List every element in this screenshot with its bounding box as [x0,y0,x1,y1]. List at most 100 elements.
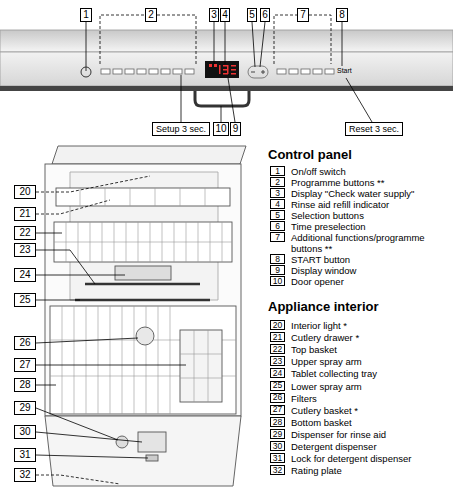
part-description: Cutlery drawer * [291,332,359,343]
callout-box: 4 [220,8,230,22]
callout-box: 23 [14,243,36,257]
callout-box: 32 [14,468,36,482]
callout-number: 25 [273,381,282,390]
callout-number: 29 [273,430,282,439]
callout-number: 1 [275,167,280,176]
callout-box: 1 [80,8,92,22]
part-description: Time preselection [291,221,366,232]
part-description: Display "Check water supply" [291,188,414,199]
part-description: Additional functions/programme buttons *… [291,232,449,254]
callout-number: 8 [275,255,280,264]
legend-row-box: 29Dispenser for rinse aid [270,429,285,439]
callout-box: Reset 3 sec. [345,122,403,136]
callout-box: 5 [247,8,257,22]
callout-number: 22 [273,345,282,354]
callout-number: 32 [273,466,282,475]
part-description: Upper spray arm [291,356,362,367]
callout-number: 23 [273,357,282,366]
legend-row-box: 31Lock for detergent dispenser [270,453,285,463]
callout-box: 21 [14,207,36,221]
legend-row-box: 22Top basket [270,344,285,354]
legend-row-box: 9Display window [270,265,285,275]
callout-number: 28 [273,418,282,427]
callout-box: 29 [14,401,36,415]
callout-box: 9 [230,122,241,136]
callout-number: Reset 3 sec. [349,125,399,134]
part-description: On/off switch [291,166,346,177]
part-description: Lock for detergent dispenser [291,453,411,464]
callout-number: 10 [273,277,282,286]
callout-number: 10 [215,124,226,134]
callout-number: 28 [19,380,30,390]
callout-box: 26 [14,336,36,350]
legend-row-box: 21Cutlery drawer * [270,332,285,342]
leader-lines [36,176,186,484]
section-heading: Control panel [268,148,352,162]
callout-number: 26 [19,338,30,348]
callout-box: 27 [14,358,36,372]
callout-number: 24 [273,369,282,378]
part-description: Programme buttons ** [291,177,384,188]
callout-box: 6 [260,8,270,22]
legend-row-box: 5Selection buttons [270,210,285,220]
callout-number: 1 [83,10,89,20]
legend-row-box: 3Display "Check water supply" [270,188,285,198]
callout-number: 9 [233,124,239,134]
callout-number: 5 [275,211,280,220]
part-description: Rinse aid refill indicator [291,199,389,210]
legend-row-box: 20Interior light * [270,320,285,330]
callout-number: 7 [300,10,306,20]
legend-row-box: 8START button [270,254,285,264]
callout-box: 22 [14,226,36,240]
callout-box: 24 [14,268,36,282]
callout-number: 5 [249,10,255,20]
callout-number: 29 [19,403,30,413]
callout-number: 21 [19,209,30,219]
part-description: Door opener [291,276,344,287]
callout-number: 2 [148,10,154,20]
section-heading: Appliance interior [268,300,379,314]
label-text: Start [337,67,352,75]
legend-row-box: 2Programme buttons ** [270,177,285,187]
legend-row-box: 4Rinse aid refill indicator [270,199,285,209]
part-description: Interior light * [291,320,347,331]
callout-box: 20 [14,185,36,199]
callout-number: 30 [19,427,30,437]
legend-row-box: 27Cutlery basket * [270,405,285,415]
callout-number: 3 [275,189,280,198]
part-description: Bottom basket [291,417,352,428]
legend-row-box: 10Door opener [270,276,285,286]
legend-row-box: 32Rating plate [270,465,285,475]
part-description: Lower spray arm [291,381,362,392]
legend-row-box: 26Filters [270,393,285,403]
callout-box: 30 [14,425,36,439]
part-description: Cutlery basket * [291,405,358,416]
legend-row-box: 7Additional functions/programme buttons … [270,232,285,242]
callout-number: 2 [275,178,280,187]
legend-row-box: 28Bottom basket [270,417,285,427]
legend-row-box: 25Lower spray arm [270,381,285,391]
callout-box: Setup 3 sec. [152,122,210,136]
legend-row-box: 30Detergent dispenser [270,441,285,451]
callout-number: 32 [19,470,30,480]
leader-lines [86,15,372,122]
part-description: Filters [291,393,317,404]
part-description: Rating plate [291,465,342,476]
legend-row-box: 24Tablet collecting tray [270,368,285,378]
callout-number: 4 [275,200,280,209]
part-description: Detergent dispenser [291,441,377,452]
legend-row-box: 1On/off switch [270,166,285,176]
callout-box: 8 [336,8,348,22]
callout-number: 22 [19,228,30,238]
callout-box: 31 [14,448,36,462]
callout-box: 28 [14,378,36,392]
callout-number: 6 [275,222,280,231]
callout-number: 23 [19,245,30,255]
part-description: Dispenser for rinse aid [291,429,386,440]
callout-number: 26 [273,393,282,402]
callout-number: 20 [19,187,30,197]
control-panel [0,30,453,106]
part-description: Tablet collecting tray [291,368,377,379]
part-description: Top basket [291,344,337,355]
